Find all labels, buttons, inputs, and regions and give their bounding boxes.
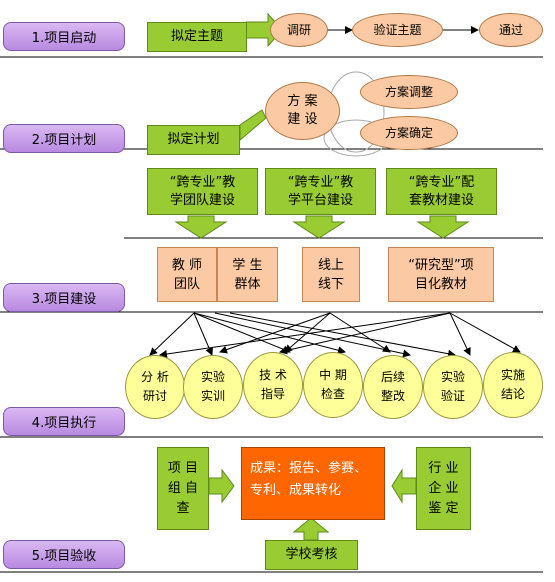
teacher-team-label: 教 师 团队 xyxy=(171,257,203,292)
school-assess-label: 学校考核 xyxy=(285,547,338,562)
self-check-box: 项 目 组 自 查 xyxy=(157,447,209,530)
stage-label-plan: 2.项目计划 xyxy=(3,124,125,153)
execute-node: 后续 整改 xyxy=(363,355,423,419)
material-build-box: “跨专业”配 套教材建设 xyxy=(386,168,497,215)
execute-node: 分 析 研讨 xyxy=(125,355,185,419)
platform-build-label: “跨专业”教 学平台建设 xyxy=(287,174,354,208)
confirm-node: 方案确定 xyxy=(360,116,458,150)
pass-label: 通过 xyxy=(498,23,523,37)
industry-check-label: 行 业 企 业 鉴 定 xyxy=(428,460,459,516)
stage-label-text: 2.项目计划 xyxy=(31,133,97,148)
confirm-label: 方案确定 xyxy=(384,126,433,140)
adjust-node: 方案调整 xyxy=(360,75,458,109)
execute-label: 实施 结论 xyxy=(500,368,525,401)
execute-label: 实验 实训 xyxy=(200,370,225,403)
school-assess-box: 学校考核 xyxy=(265,540,358,570)
execute-node: 实施 结论 xyxy=(483,352,543,418)
student-group-label: 学 生 群体 xyxy=(232,257,263,292)
industry-check-box: 行 业 企 业 鉴 定 xyxy=(416,447,471,530)
student-group-box: 学 生 群体 xyxy=(217,247,278,302)
topic-box: 拟定主题 xyxy=(147,22,247,52)
team-build-box: “跨专业”教 学团队建设 xyxy=(147,168,258,215)
platform-build-box: “跨专业”教 学平台建设 xyxy=(265,168,376,215)
stage-label-build: 3.项目建设 xyxy=(3,283,125,312)
stage-label-text: 4.项目执行 xyxy=(31,416,97,431)
execute-node: 技 术 指导 xyxy=(243,352,303,418)
stage-label-execute: 4.项目执行 xyxy=(3,407,125,436)
execute-label: 后续 整改 xyxy=(380,370,405,403)
verify-node: 验证主题 xyxy=(352,13,443,47)
verify-label: 验证主题 xyxy=(373,23,422,37)
draft-plan-box: 拟定计划 xyxy=(147,125,240,155)
material-build-label: “跨专业”配 套教材建设 xyxy=(408,174,475,208)
stage-label-text: 3.项目建设 xyxy=(31,292,97,307)
research-node: 调研 xyxy=(270,13,328,47)
scheme-node: 方 案 建 设 xyxy=(265,82,340,140)
execute-label: 分 析 研讨 xyxy=(141,370,169,403)
online-offline-box: 线上 线下 xyxy=(302,247,360,302)
execute-node: 中 期 检查 xyxy=(303,352,363,418)
topic-label: 拟定主题 xyxy=(170,29,223,44)
results-label: 成果：报告、参赛、 专利、成果转化 xyxy=(250,461,368,498)
research-material-label: “研究型”项 目化教材 xyxy=(408,257,474,292)
execute-label: 中 期 检查 xyxy=(319,368,347,401)
stage-label-text: 5.项目验收 xyxy=(31,549,97,564)
execute-node: 实验 验证 xyxy=(423,355,483,419)
results-box: 成果：报告、参赛、 专利、成果转化 xyxy=(241,447,385,520)
execute-label: 实验 验证 xyxy=(440,370,465,403)
self-check-label: 项 目 组 自 查 xyxy=(167,460,199,516)
stage-label-accept: 5.项目验收 xyxy=(3,540,125,569)
pass-node: 通过 xyxy=(479,13,543,47)
execute-node: 实验 实训 xyxy=(183,355,243,419)
research-material-box: “研究型”项 目化教材 xyxy=(388,247,494,302)
execute-label: 技 术 指导 xyxy=(259,368,287,401)
online-offline-label: 线上 线下 xyxy=(317,257,344,292)
research-label: 调研 xyxy=(286,23,311,37)
stage-label-start: 1.项目启动 xyxy=(3,22,125,51)
adjust-label: 方案调整 xyxy=(384,85,433,99)
draft-plan-label: 拟定计划 xyxy=(167,132,220,147)
teacher-team-box: 教 师 团队 xyxy=(157,247,217,302)
team-build-label: “跨专业”教 学团队建设 xyxy=(169,174,236,208)
scheme-label: 方 案 建 设 xyxy=(287,94,318,127)
execute-arrows xyxy=(149,312,521,358)
stage-label-text: 1.项目启动 xyxy=(31,31,97,46)
